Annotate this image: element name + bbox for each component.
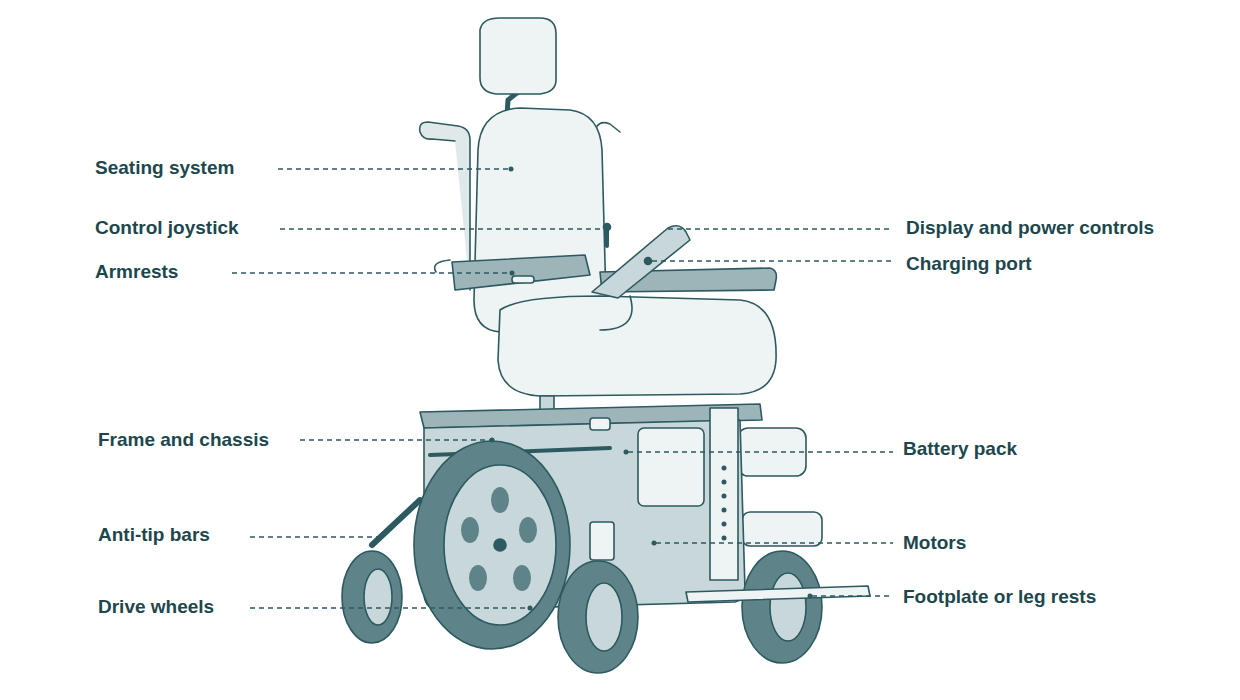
part-label: Footplate or leg rests [903,585,1096,609]
headrest [480,18,556,94]
battery-pack [638,428,704,506]
armrest-cable [435,260,450,272]
leader-dot [509,167,514,172]
motor [590,522,614,560]
armrest [452,255,590,290]
rim-hole [513,565,531,591]
leader-line [250,607,528,608]
leader-line [300,439,490,440]
part-label: Motors [903,531,966,555]
leader-dot [808,594,813,599]
chassis-light [590,418,610,430]
adjust-hole [722,536,727,541]
caster-wheel [342,551,402,643]
caster-hub [364,569,392,625]
leader-line [668,228,893,229]
leg-rest-pad [742,512,822,546]
leader-line [628,451,893,452]
leader-dot [528,606,533,611]
leader-line [278,168,508,169]
seat-post [540,396,554,410]
seat-cushion [498,296,776,396]
rim-hole [519,517,537,543]
drive-wheel [414,441,570,649]
rim-hole [461,517,479,543]
armrest-slot [512,276,534,283]
part-label: Anti-tip bars [98,523,210,547]
leader-dot [490,438,495,443]
leader-line [652,260,893,261]
charging-port-symbol [645,258,652,265]
part-label: Control joystick [95,216,239,240]
part-label: Drive wheels [98,595,214,619]
leader-line [656,542,893,543]
control-panel [592,226,690,298]
part-label: Seating system [95,156,234,180]
part-label: Display and power controls [906,216,1154,240]
part-label: Armrests [95,260,178,284]
footplate [686,586,870,602]
caster-wheel [558,561,638,673]
rim-hole [469,565,487,591]
control-cable [600,296,632,330]
leader-line [812,595,893,596]
adjust-hole [722,494,727,499]
leader-dot [510,271,515,276]
part-label: Battery pack [903,437,1017,461]
drive-wheel-rim [444,465,556,625]
leader-dot [624,450,629,455]
caster-wheel [742,551,822,663]
adjust-hole [722,480,727,485]
part-label: Charging port [906,252,1032,276]
leader-line [250,536,378,537]
rim-hole [491,487,509,513]
adjust-hole [722,508,727,513]
wheel-axle [494,539,506,551]
adjust-hole [722,522,727,527]
caster-hub [770,573,806,641]
caster-hub [586,583,622,651]
leg-rest-bar [710,408,738,580]
leader-dot [652,541,657,546]
adjust-hole [722,466,727,471]
leader-line [280,228,602,229]
leader-line [232,272,510,273]
part-label: Frame and chassis [98,428,269,452]
joystick-knob [604,224,611,231]
